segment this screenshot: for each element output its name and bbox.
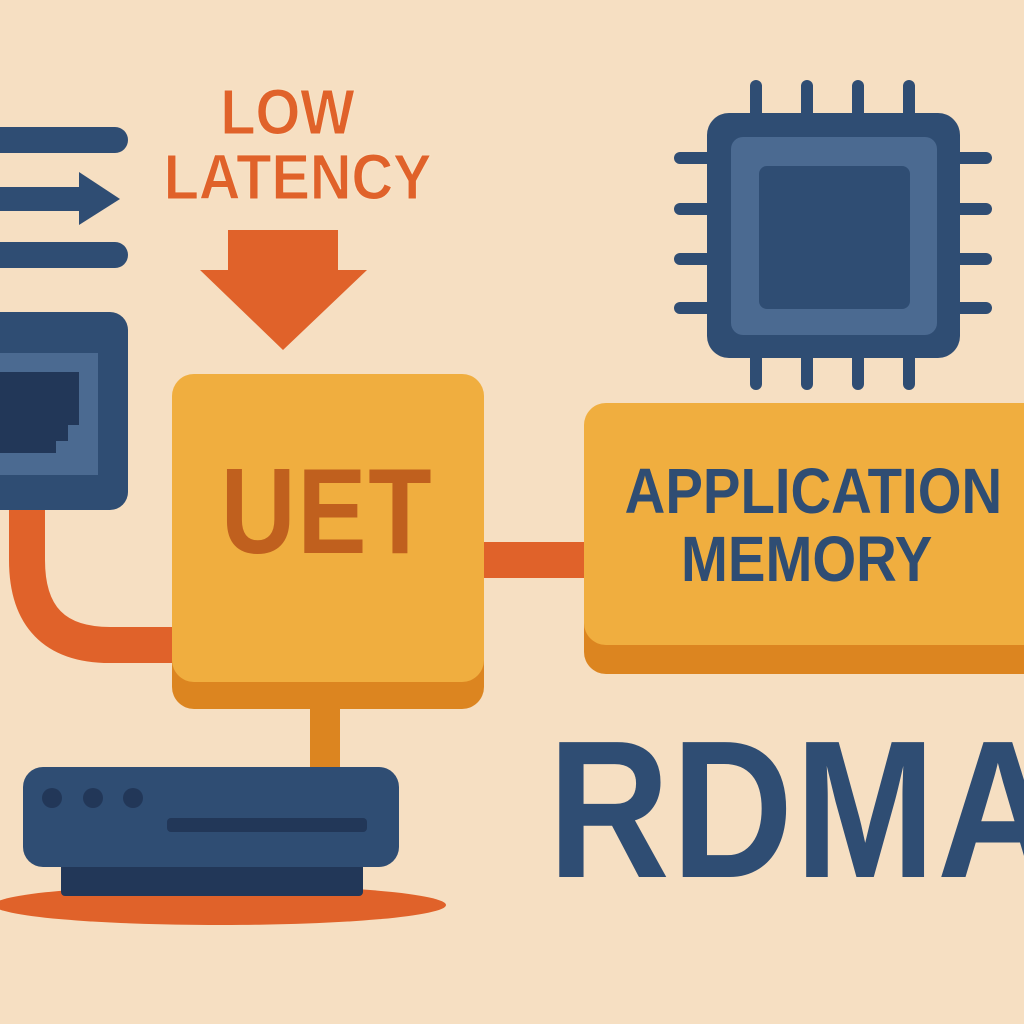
low-latency-line1: LOW [220,76,355,148]
status-led-icon [42,788,62,808]
ethernet-port-icon [0,312,128,510]
network-switch-icon [0,767,446,925]
cpu-chip-icon [674,80,992,390]
low-latency-line2: LATENCY [163,141,432,214]
status-led-icon [83,788,103,808]
down-arrow-icon [200,230,367,350]
flow-arrow-icon [0,172,120,225]
connector-ethernet-to-uet [8,500,180,663]
rdma-title: RDMA [548,700,1024,919]
application-memory-block [584,403,1024,674]
status-led-icon [123,788,143,808]
flow-line-bottom [0,242,128,268]
application-memory-line1: APPLICATION [624,455,1003,527]
flow-line-top [0,127,128,153]
application-memory-line2: MEMORY [680,522,933,595]
connector-uet-to-switch [310,709,340,771]
connector-uet-to-memory [484,542,592,578]
port-slot [167,818,367,832]
uet-block [172,374,484,709]
application-memory-label: APPLICATION MEMORY [600,455,1005,595]
uet-label: UET [220,443,434,579]
data-flow-lines-icon [0,127,128,268]
low-latency-label: LOW LATENCY [163,76,432,214]
